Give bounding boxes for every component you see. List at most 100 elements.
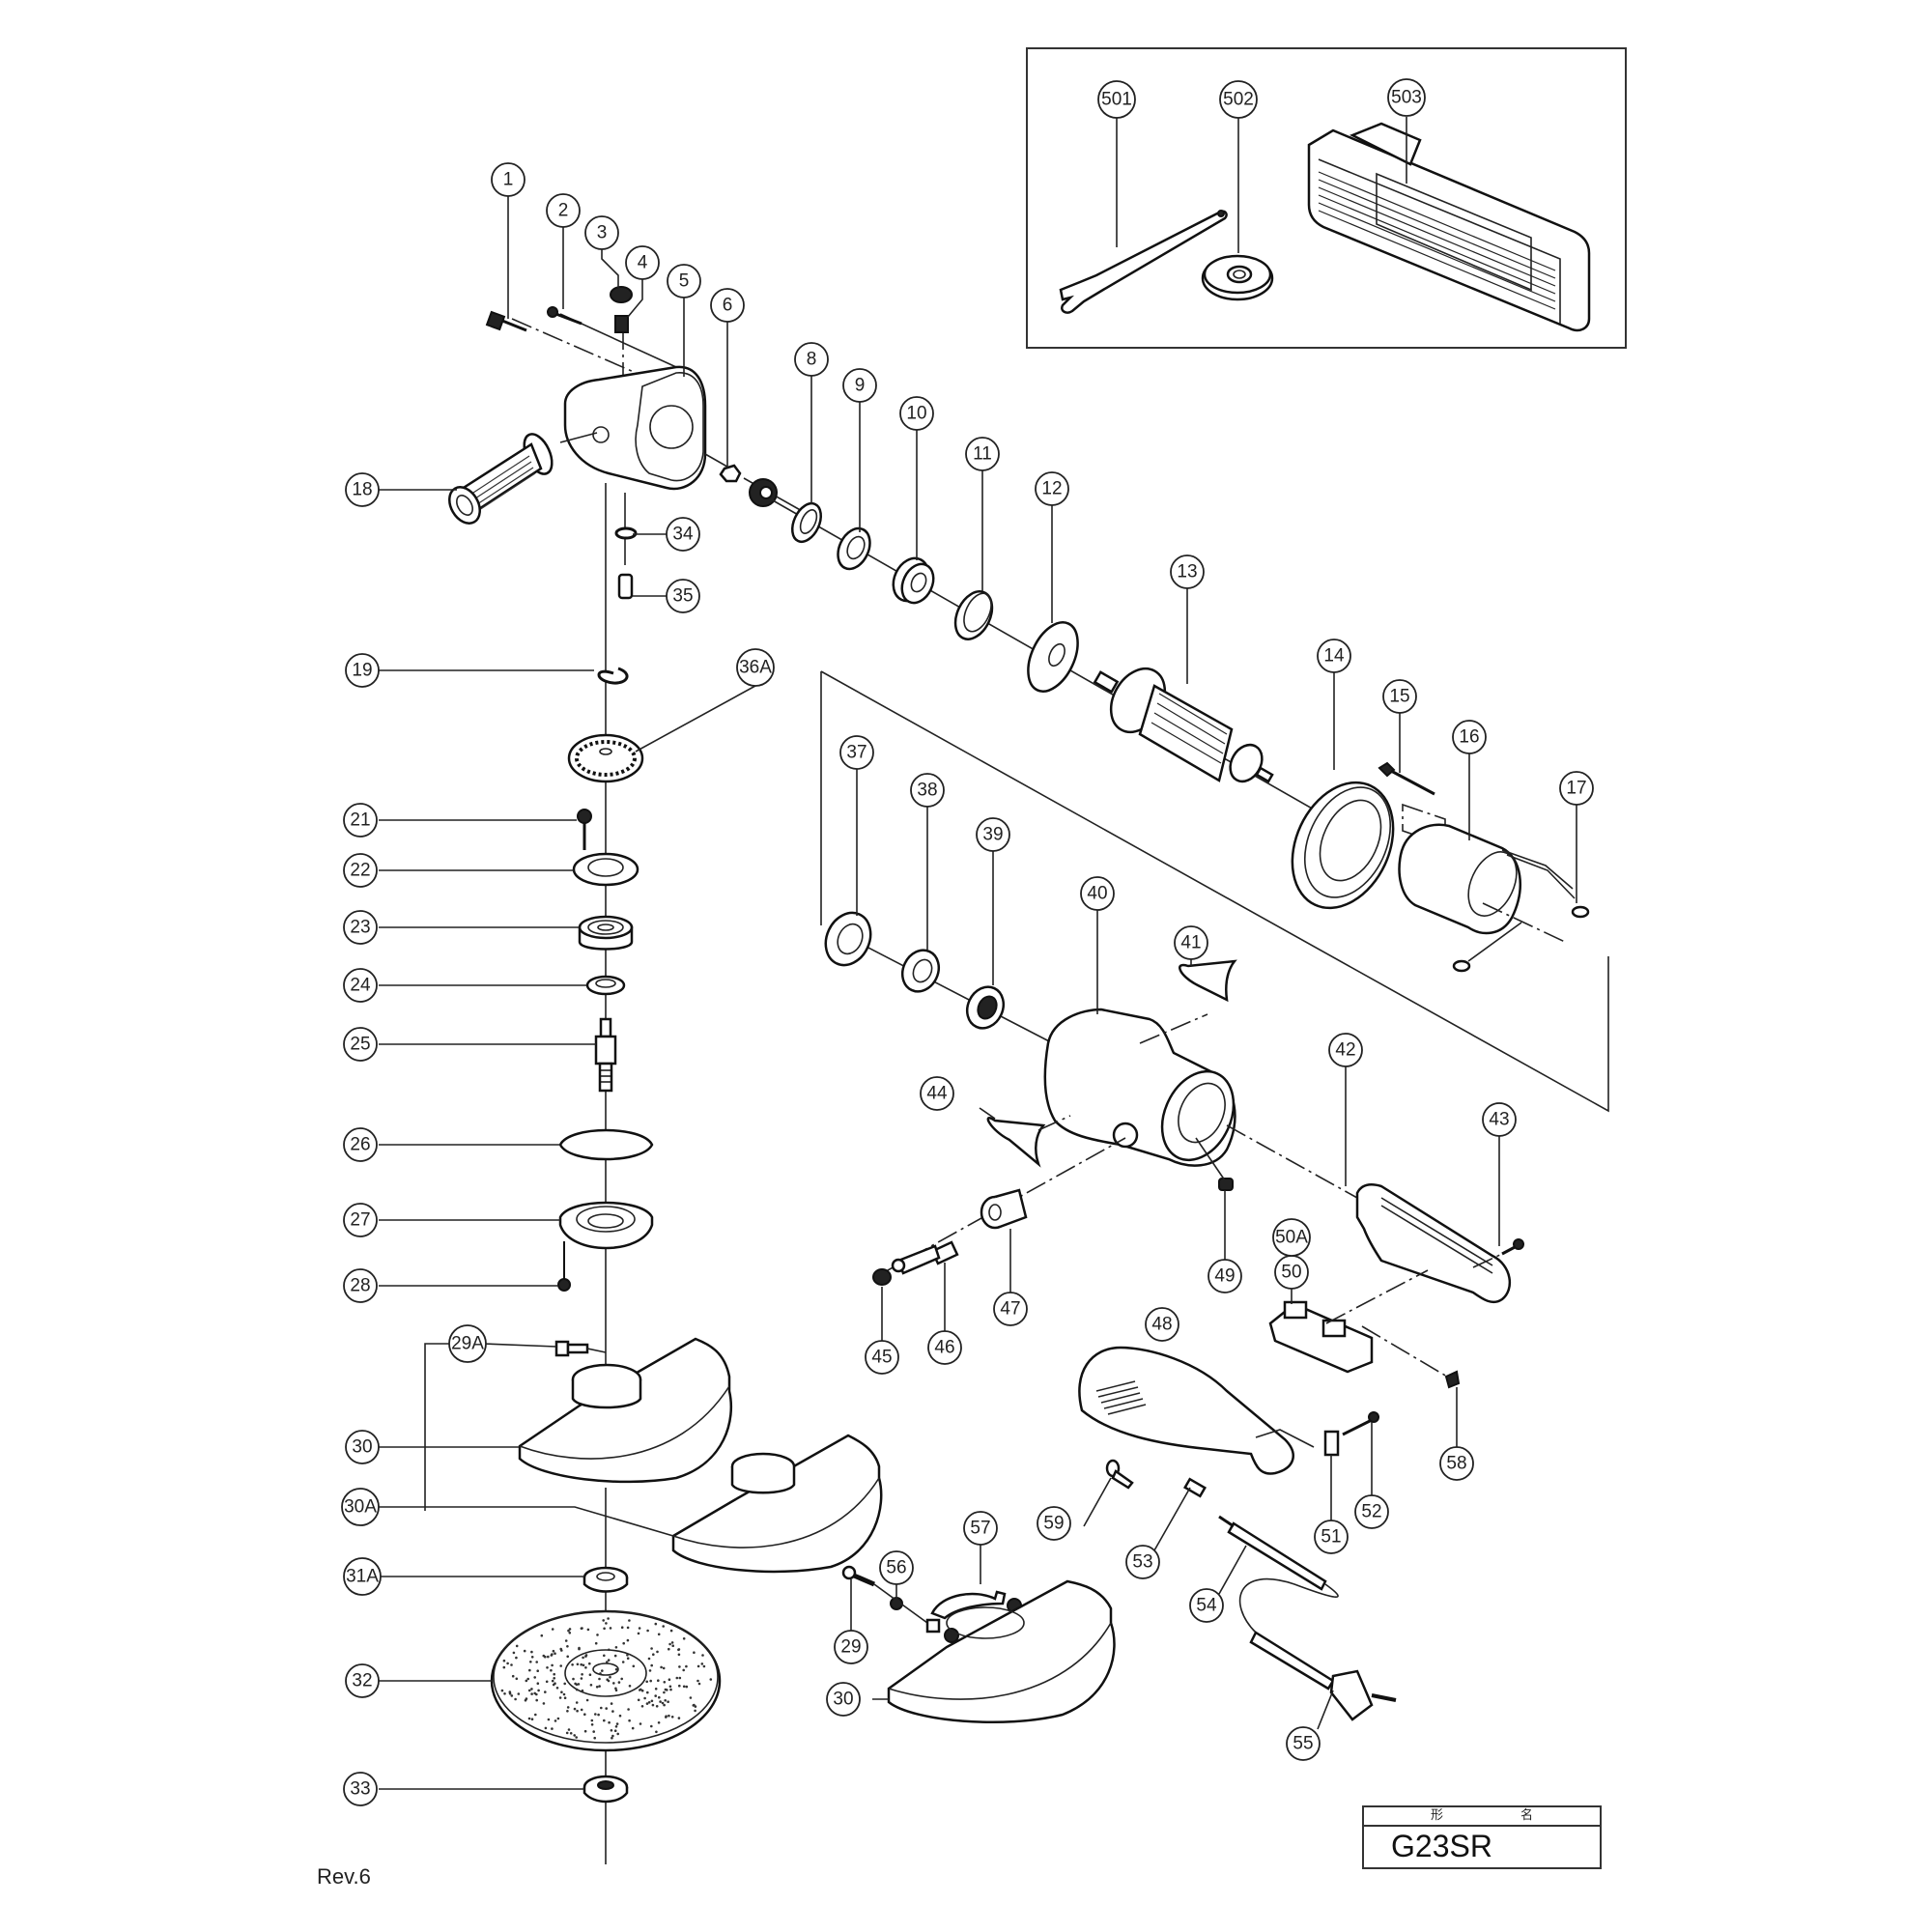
abrasive-dot bbox=[645, 1702, 649, 1705]
switch-icon bbox=[1268, 1269, 1448, 1378]
abrasive-dot bbox=[527, 1717, 531, 1720]
title-header-right: 名 bbox=[1520, 1808, 1534, 1823]
tapping-screw-icon bbox=[1472, 1238, 1524, 1268]
callout-label: 15 bbox=[1389, 687, 1409, 707]
abrasive-dot bbox=[622, 1641, 625, 1645]
callout-4: 4 bbox=[625, 245, 660, 280]
abrasive-dot bbox=[628, 1619, 631, 1622]
screw-icon bbox=[557, 1241, 571, 1292]
callout-circle bbox=[920, 1076, 954, 1111]
abrasive-dot bbox=[647, 1657, 651, 1661]
callout-label: 34 bbox=[672, 525, 694, 545]
callout-circle bbox=[1328, 1033, 1363, 1067]
title-block: 形 名 G23SR bbox=[1362, 1805, 1602, 1869]
abrasive-dot bbox=[665, 1715, 668, 1718]
abrasive-dot bbox=[598, 1677, 601, 1681]
abrasive-dot bbox=[542, 1654, 546, 1658]
abrasive-dot bbox=[572, 1677, 575, 1681]
abrasive-dot bbox=[693, 1703, 696, 1707]
o-ring-icon bbox=[614, 526, 638, 540]
abrasive-dot bbox=[697, 1682, 701, 1686]
callout-circle bbox=[1482, 1102, 1517, 1137]
callout-51: 51 bbox=[1314, 1520, 1349, 1554]
callout-501: 501 bbox=[1097, 80, 1136, 119]
abrasive-dot bbox=[605, 1622, 608, 1625]
callout-16: 16 bbox=[1452, 720, 1487, 754]
abrasive-dot bbox=[512, 1651, 516, 1655]
abrasive-dot bbox=[627, 1708, 630, 1711]
callout-label: 36A bbox=[739, 658, 772, 678]
callout-37: 37 bbox=[839, 735, 874, 770]
callout-45: 45 bbox=[865, 1340, 899, 1375]
callout-26: 26 bbox=[343, 1127, 378, 1162]
callout-circle bbox=[1382, 679, 1417, 714]
wheel-guard-icon bbox=[887, 1579, 1116, 1724]
callout-label: 1 bbox=[503, 170, 514, 190]
abrasive-dot bbox=[523, 1649, 526, 1653]
callout-circle bbox=[1314, 1520, 1349, 1554]
callout-circle bbox=[491, 162, 526, 197]
abrasive-dot bbox=[573, 1707, 577, 1711]
nut-icon bbox=[704, 453, 742, 483]
abrasive-dot bbox=[607, 1659, 611, 1662]
callout-33: 33 bbox=[343, 1772, 378, 1806]
callout-40: 40 bbox=[1080, 876, 1115, 911]
cap-icon bbox=[610, 286, 633, 303]
label-icon bbox=[986, 1117, 1046, 1168]
abrasive-dot bbox=[626, 1638, 630, 1642]
abrasive-dot bbox=[611, 1736, 613, 1740]
abrasive-dot bbox=[596, 1634, 599, 1636]
rubber-bushing-icon bbox=[965, 985, 1006, 1030]
callout-circle bbox=[1189, 1588, 1224, 1623]
abrasive-dot bbox=[534, 1713, 537, 1717]
spindle-icon bbox=[594, 1017, 617, 1093]
callout-label: 45 bbox=[871, 1348, 892, 1368]
connector-icon bbox=[1182, 1477, 1208, 1498]
lead-wires-icon bbox=[1452, 849, 1590, 973]
abrasive-dot bbox=[502, 1659, 506, 1662]
terminal-icon bbox=[1444, 1370, 1461, 1389]
abrasive-dot bbox=[535, 1698, 538, 1702]
abrasive-dot bbox=[668, 1647, 670, 1651]
abrasive-dot bbox=[565, 1731, 569, 1735]
abrasive-dot bbox=[640, 1705, 644, 1708]
abrasive-dot bbox=[506, 1662, 509, 1665]
callout-circle bbox=[343, 1557, 382, 1596]
handle-cover-icon bbox=[1355, 1183, 1512, 1304]
callout-1: 1 bbox=[491, 162, 526, 197]
callout-label: 58 bbox=[1446, 1454, 1466, 1474]
abrasive-dot bbox=[582, 1656, 584, 1660]
abrasive-dot bbox=[645, 1680, 648, 1684]
callout-circle bbox=[345, 1430, 380, 1464]
abrasive-dot bbox=[659, 1700, 662, 1703]
callout-circle bbox=[834, 1630, 868, 1664]
abrasive-dot bbox=[610, 1702, 613, 1705]
callout-29A: 29A bbox=[448, 1324, 487, 1363]
callout-label: 3 bbox=[597, 223, 608, 243]
callout-label: 8 bbox=[807, 350, 817, 370]
abrasive-dot bbox=[626, 1654, 629, 1657]
abrasive-dot bbox=[657, 1633, 661, 1636]
callout-circle bbox=[1097, 80, 1136, 119]
callout-59: 59 bbox=[1037, 1506, 1071, 1541]
abrasive-dot bbox=[554, 1719, 557, 1722]
callout-circle bbox=[1080, 876, 1115, 911]
callout-circle bbox=[667, 264, 701, 298]
abrasive-dot bbox=[529, 1661, 532, 1663]
abrasive-dot bbox=[530, 1718, 534, 1720]
callout-circle bbox=[343, 968, 378, 1003]
abrasive-dot bbox=[536, 1682, 540, 1685]
wheel-guard-assembly-icon bbox=[671, 1434, 883, 1574]
abrasive-dot bbox=[677, 1653, 681, 1657]
abrasive-dot bbox=[614, 1725, 618, 1728]
abrasive-dot bbox=[590, 1723, 594, 1726]
spanner-wrench-icon bbox=[1059, 210, 1228, 314]
callout-9: 9 bbox=[842, 368, 877, 403]
callout-48: 48 bbox=[1145, 1307, 1179, 1342]
abrasive-dot bbox=[545, 1680, 549, 1684]
callout-circle bbox=[910, 773, 945, 808]
callout-label: 24 bbox=[350, 976, 371, 996]
power-cord-icon bbox=[1238, 1577, 1397, 1721]
abrasive-dot bbox=[671, 1644, 674, 1647]
abrasive-dot bbox=[668, 1678, 671, 1681]
